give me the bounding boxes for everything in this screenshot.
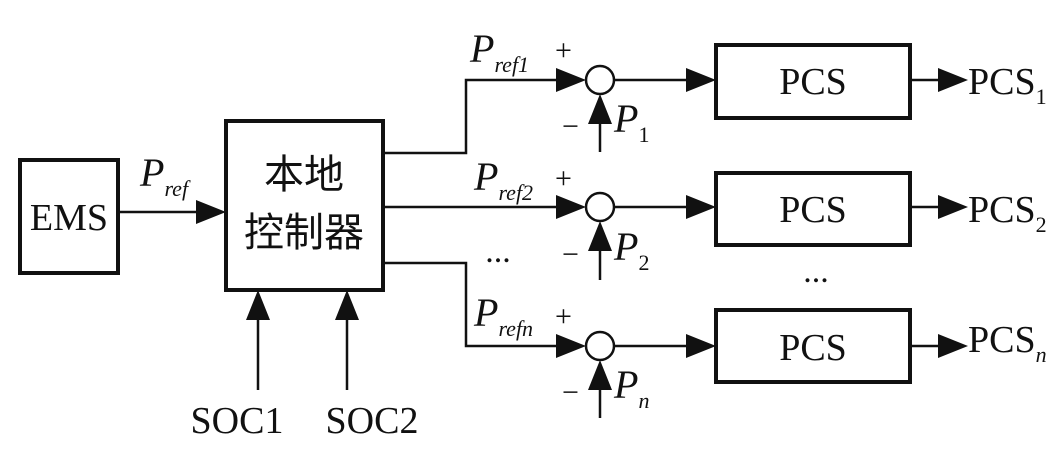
ref1-line xyxy=(383,78,558,155)
soc2-label: SOC2 xyxy=(326,400,419,442)
fb1-label: P1 xyxy=(613,96,649,147)
soc1-arrow xyxy=(246,290,270,320)
pcsn-output-label: PCSn xyxy=(968,319,1047,367)
pref-input-label: Pref xyxy=(139,150,191,201)
sum1-to-pcs1-arrow xyxy=(686,68,716,92)
pcs1-out-arrow xyxy=(938,68,968,92)
soc2-arrow xyxy=(335,290,359,320)
ems-to-controller-arrow xyxy=(196,200,226,224)
fb2-arrow xyxy=(588,221,612,251)
controller-label-line1: 本地 xyxy=(264,152,344,197)
sum1-plus: + xyxy=(555,34,572,67)
pcs2-label: PCS xyxy=(779,189,847,231)
summing-junction-2 xyxy=(584,191,616,223)
sum2-to-pcs2-arrow xyxy=(686,195,716,219)
fbn-label: Pn xyxy=(613,362,649,413)
fb2-label: P2 xyxy=(613,224,649,275)
pcs1-block xyxy=(714,43,912,120)
refn-line xyxy=(383,261,558,348)
ellipsis-left: ... xyxy=(485,233,511,270)
sumn-plus: + xyxy=(555,300,572,333)
ems-block xyxy=(18,158,120,275)
pcsn-label: PCS xyxy=(779,327,847,369)
summing-junction-1 xyxy=(584,64,616,96)
pcs2-output-label: PCS2 xyxy=(968,189,1047,237)
ellipsis-right: ... xyxy=(803,253,829,290)
sumn-minus: − xyxy=(562,376,579,409)
pcsn-out-arrow xyxy=(938,334,968,358)
ref1-label: Pref1 xyxy=(469,26,529,77)
refn-label: Prefn xyxy=(473,290,533,341)
fbn-arrow xyxy=(588,360,612,390)
sum2-plus: + xyxy=(555,162,572,195)
sum1-minus: − xyxy=(562,110,579,143)
ref1-arrow xyxy=(556,68,586,92)
summing-junction-n xyxy=(584,330,616,362)
pcs1-output-label: PCS1 xyxy=(968,61,1047,109)
refn-arrow xyxy=(556,334,586,358)
sum2-minus: − xyxy=(562,238,579,271)
soc1-label: SOC1 xyxy=(191,400,284,442)
local-controller-block xyxy=(224,119,385,292)
ref2-arrow xyxy=(556,195,586,219)
fb1-arrow xyxy=(588,94,612,124)
pcs2-block xyxy=(714,171,912,247)
ref2-label: Pref2 xyxy=(473,154,533,205)
controller-label-line2: 控制器 xyxy=(244,210,364,255)
ems-label: EMS xyxy=(30,197,108,239)
pcs2-out-arrow xyxy=(938,195,968,219)
sumn-to-pcsn-arrow xyxy=(686,334,716,358)
pcs1-label: PCS xyxy=(779,61,847,103)
